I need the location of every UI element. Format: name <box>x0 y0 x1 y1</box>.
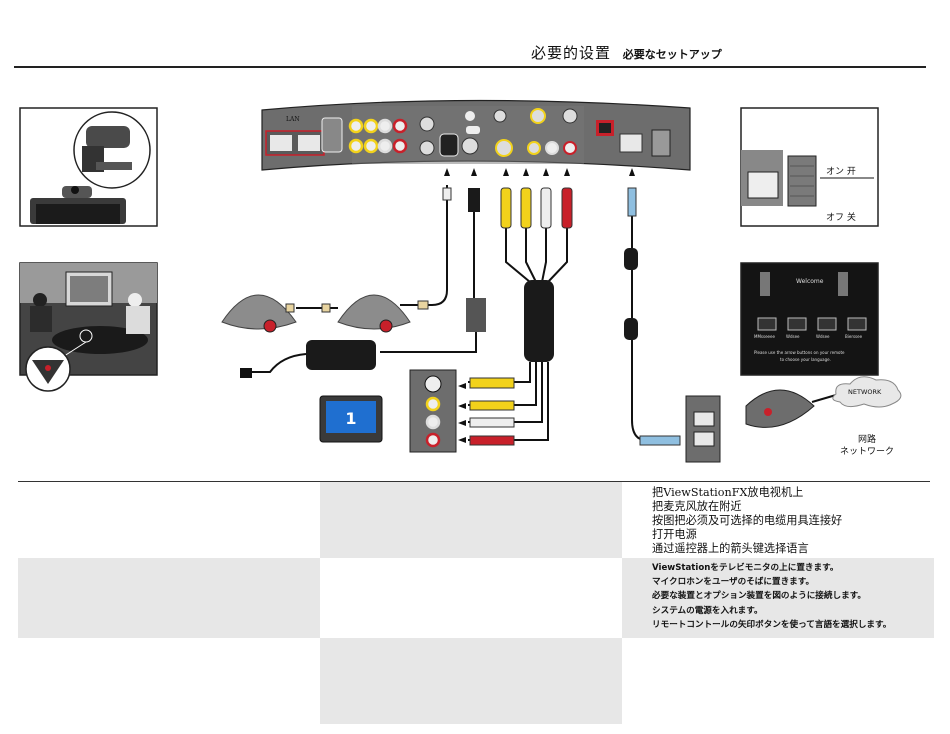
power-on-label: オン 开 <box>826 167 856 177</box>
step-zh-1: 把ViewStationFX放电视机上 <box>652 486 804 499</box>
welcome-language-1: MMsseeee <box>754 334 775 339</box>
camera-on-monitor-photo <box>19 107 158 227</box>
steps-cell-shaded-2 <box>18 558 320 638</box>
meeting-room-photo <box>19 262 158 392</box>
welcome-language-4: Bierssee <box>845 334 863 339</box>
header-title-zh: 必要的设置 <box>531 44 612 62</box>
television: 1 <box>319 395 383 443</box>
steps-divider <box>18 481 930 482</box>
steps-cell-shaded-1 <box>320 482 622 558</box>
leftward-arrows <box>458 383 466 443</box>
step-ja-3: 必要な装置とオプション装置を図のように接続します。 <box>652 591 866 602</box>
header-title-ja: 必要なセットアップ <box>622 48 722 61</box>
network-label-zh: 网路 <box>858 435 877 445</box>
microphone-pods <box>221 294 429 333</box>
welcome-screen <box>740 262 879 376</box>
network-label-ja: ネットワーク <box>840 447 895 457</box>
steps-list-ja: ViewStationをテレビモニタの上に置きます。 マイクロホンをユーザのそば… <box>652 561 891 632</box>
step-zh-2: 把麦克风放在附近 <box>652 500 742 513</box>
welcome-instruction-1: Please use the arrow buttons on your rem… <box>754 350 845 355</box>
steps-list-zh: 把ViewStationFX放电视机上 把麦克风放在附近 按图把必须及可选择的电… <box>652 486 842 556</box>
welcome-title: Welcome <box>796 278 824 285</box>
header-divider <box>14 66 926 68</box>
tv-input-panel <box>409 369 457 453</box>
lan-label: LAN <box>286 116 300 123</box>
power-supply <box>240 340 376 378</box>
network-adapter <box>685 376 902 463</box>
step-ja-2: マイクロホンをユーザのそばに置きます。 <box>652 577 815 588</box>
power-off-label: オフ 关 <box>826 213 856 223</box>
page-header: 必要的设置 必要なセットアップ <box>531 42 722 63</box>
power-switch-detail <box>740 107 879 227</box>
tv-channel-number: 1 <box>345 409 356 428</box>
welcome-instruction-2: to choose your language. <box>780 357 831 362</box>
step-ja-5: リモートコントールの矢印ボタンを使って言語を選択します。 <box>652 619 892 630</box>
steps-cell-shaded-3 <box>622 558 934 638</box>
rear-panel <box>261 99 691 171</box>
step-zh-3: 按图把必须及可选择的电缆用具连接好 <box>652 514 843 527</box>
steps-cell-shaded-4 <box>320 638 622 724</box>
connection-diagram: 1 <box>19 99 902 463</box>
step-zh-4: 打开电源 <box>652 528 697 541</box>
step-ja-1: ViewStationをテレビモニタの上に置きます。 <box>652 563 839 573</box>
upward-arrows <box>444 168 635 176</box>
step-zh-5: 通过遥控器上的箭头键选择语言 <box>652 542 809 555</box>
network-cloud-label: NETWORK <box>848 388 882 396</box>
cable-plugs <box>442 187 681 446</box>
welcome-language-2: Wdsee <box>786 334 800 339</box>
step-ja-4: システムの電源を入れます。 <box>652 605 763 616</box>
welcome-language-3: Wdsee <box>816 334 830 339</box>
